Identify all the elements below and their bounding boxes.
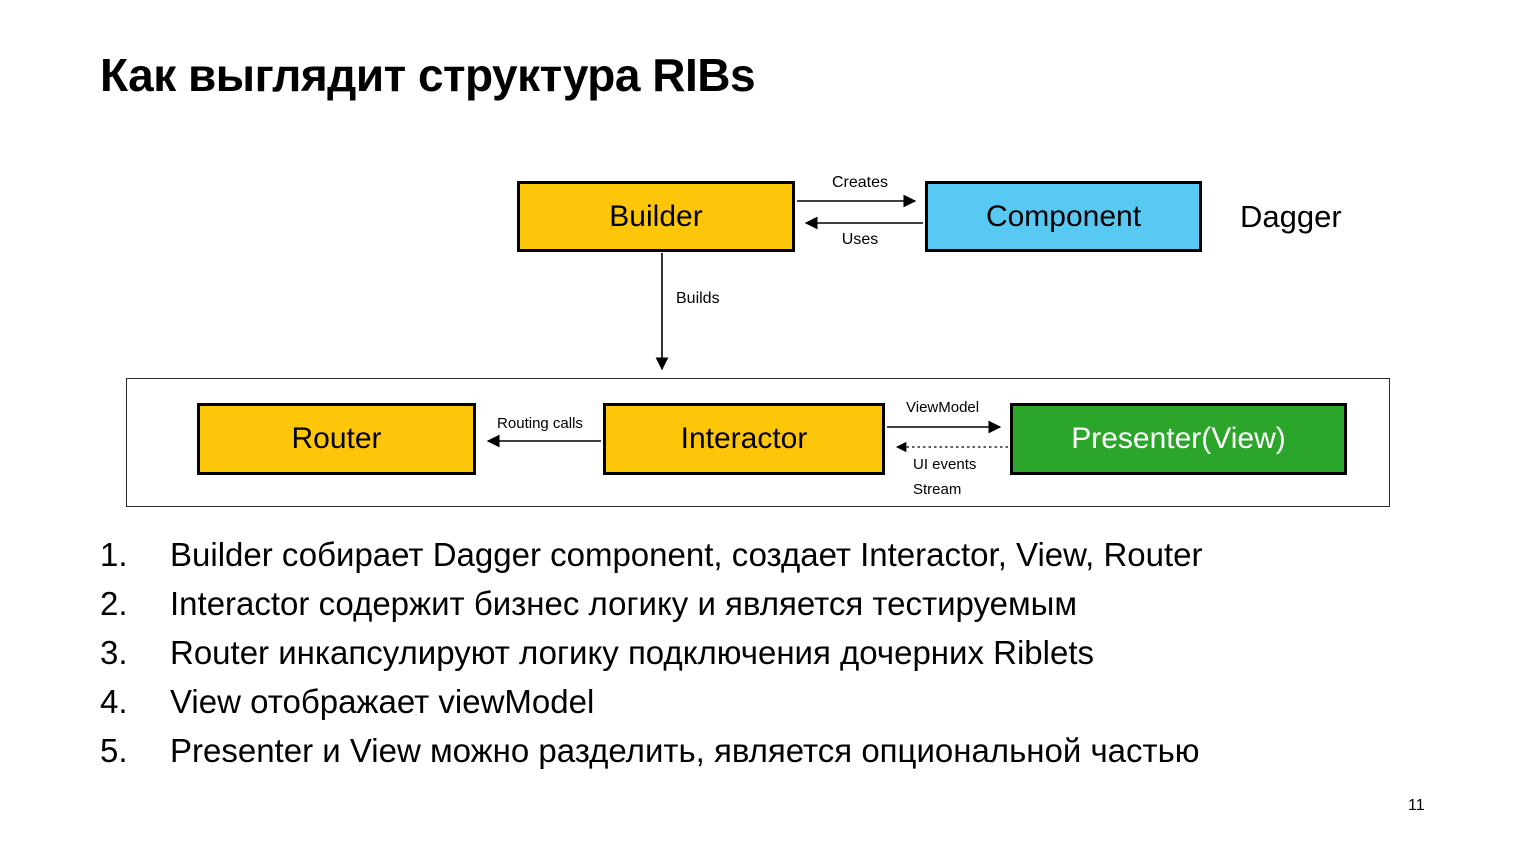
- interactor-node: Interactor: [603, 403, 885, 475]
- router-node-label: Router: [291, 422, 382, 455]
- list-item: 4. View отображает viewModel: [100, 683, 1460, 732]
- list-item-number: 2.: [100, 585, 128, 622]
- page-number: 11: [1408, 797, 1425, 814]
- list-item-number: 3.: [100, 634, 128, 671]
- builds-edge-label: Builds: [676, 290, 720, 307]
- list-item: 2. Interactor содержит бизнес логику и я…: [100, 585, 1460, 634]
- list-item-text: View отображает viewModel: [170, 683, 595, 720]
- viewmodel-edge-label: ViewModel: [906, 399, 980, 416]
- component-node: Component: [925, 181, 1202, 252]
- list-item-number: 1.: [100, 536, 128, 573]
- slide-title: Как выглядит структура RIBs: [100, 49, 756, 101]
- creates-edge-label: Creates: [831, 174, 889, 191]
- ui-events-edge-label: UI events: [913, 456, 977, 473]
- list-item: 1. Builder собирает Dagger component, со…: [100, 536, 1460, 585]
- component-node-label: Component: [985, 199, 1142, 233]
- list-item: 5. Presenter и View можно разделить, явл…: [100, 732, 1460, 781]
- interactor-node-label: Interactor: [680, 422, 808, 455]
- bullet-list: 1. Builder собирает Dagger component, со…: [100, 536, 1460, 781]
- rib-scope-container: [126, 378, 1390, 507]
- list-item-text: Builder собирает Dagger component, созда…: [170, 536, 1203, 573]
- dagger-annotation: Dagger: [1240, 199, 1342, 234]
- presenter-view-node: Presenter(View): [1010, 403, 1347, 475]
- stream-edge-label: Stream: [913, 481, 962, 498]
- list-item-number: 4.: [100, 683, 128, 720]
- routing-calls-edge-label: Routing calls: [497, 415, 583, 432]
- list-item-text: Router инкапсулируют логику подключения …: [170, 634, 1094, 671]
- presenter-view-node-label: Presenter(View): [1071, 422, 1286, 455]
- router-node: Router: [197, 403, 476, 475]
- list-item-number: 5.: [100, 732, 128, 769]
- list-item: 3. Router инкапсулируют логику подключен…: [100, 634, 1460, 683]
- uses-edge-label: Uses: [841, 231, 879, 248]
- builder-node: Builder: [517, 181, 795, 252]
- list-item-text: Interactor содержит бизнес логику и явля…: [170, 585, 1078, 622]
- builder-node-label: Builder: [609, 199, 703, 233]
- list-item-text: Presenter и View можно разделить, являет…: [170, 732, 1200, 769]
